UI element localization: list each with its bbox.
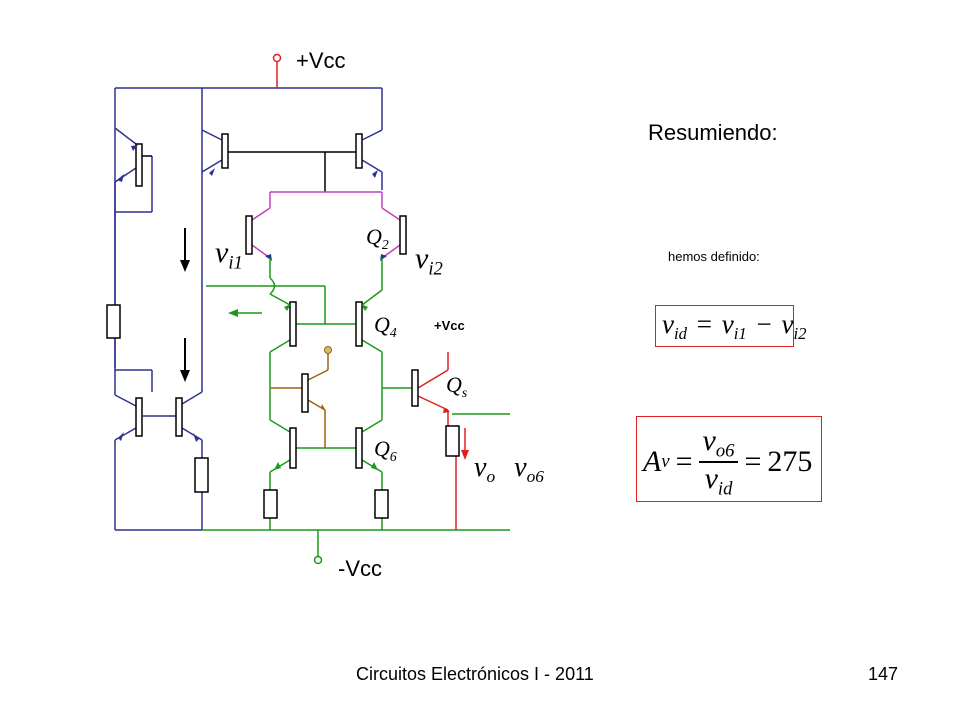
mid-stage bbox=[270, 352, 329, 448]
q6-label: Q6 bbox=[374, 436, 397, 464]
diff-pair-bars bbox=[245, 215, 407, 255]
bias-resistors bbox=[106, 304, 209, 493]
load-bars bbox=[263, 301, 389, 519]
output-stage bbox=[276, 60, 457, 530]
bias-network bbox=[114, 87, 383, 531]
vi2-label: vi2 bbox=[415, 242, 443, 280]
slide-title: Resumiendo: bbox=[648, 120, 778, 145]
output-current-arrow bbox=[461, 428, 469, 460]
vee-terminal bbox=[313, 555, 323, 565]
current-arrows-down bbox=[180, 228, 190, 382]
vid-equation-box: vid = vi1 − vi2 bbox=[655, 305, 807, 347]
gain-value: 275 bbox=[767, 445, 813, 479]
vcc-small-label: +Vcc bbox=[434, 318, 465, 333]
qs-label: Qs bbox=[446, 372, 468, 400]
vee-label: -Vcc bbox=[338, 556, 382, 581]
vid-equation: vid = vi1 − vi2 bbox=[662, 309, 807, 343]
bias-arrows bbox=[117, 145, 378, 442]
av-fraction: vo6 vid bbox=[698, 425, 739, 499]
bias-transistor-bars bbox=[135, 133, 363, 437]
vcc-terminal bbox=[272, 53, 282, 63]
mid-bias-node bbox=[324, 346, 332, 354]
vo-relation: vo vo6 bbox=[474, 452, 544, 487]
current-arrow-left bbox=[228, 309, 262, 317]
diff-pair-arrows bbox=[265, 254, 387, 261]
page-number: 147 bbox=[868, 664, 899, 684]
load-arrows bbox=[274, 304, 378, 470]
q4-label: Q4 bbox=[374, 312, 397, 340]
vi1-label: vi1 bbox=[215, 236, 243, 274]
q2-label: Q2 bbox=[366, 224, 389, 252]
footer-course: Circuitos Electrónicos I - 2011 bbox=[356, 664, 594, 684]
slide-subtitle: hemos definido: bbox=[668, 249, 760, 264]
bias-bases bbox=[142, 151, 356, 192]
load-network bbox=[202, 258, 510, 531]
vcc-label: +Vcc bbox=[296, 48, 346, 73]
